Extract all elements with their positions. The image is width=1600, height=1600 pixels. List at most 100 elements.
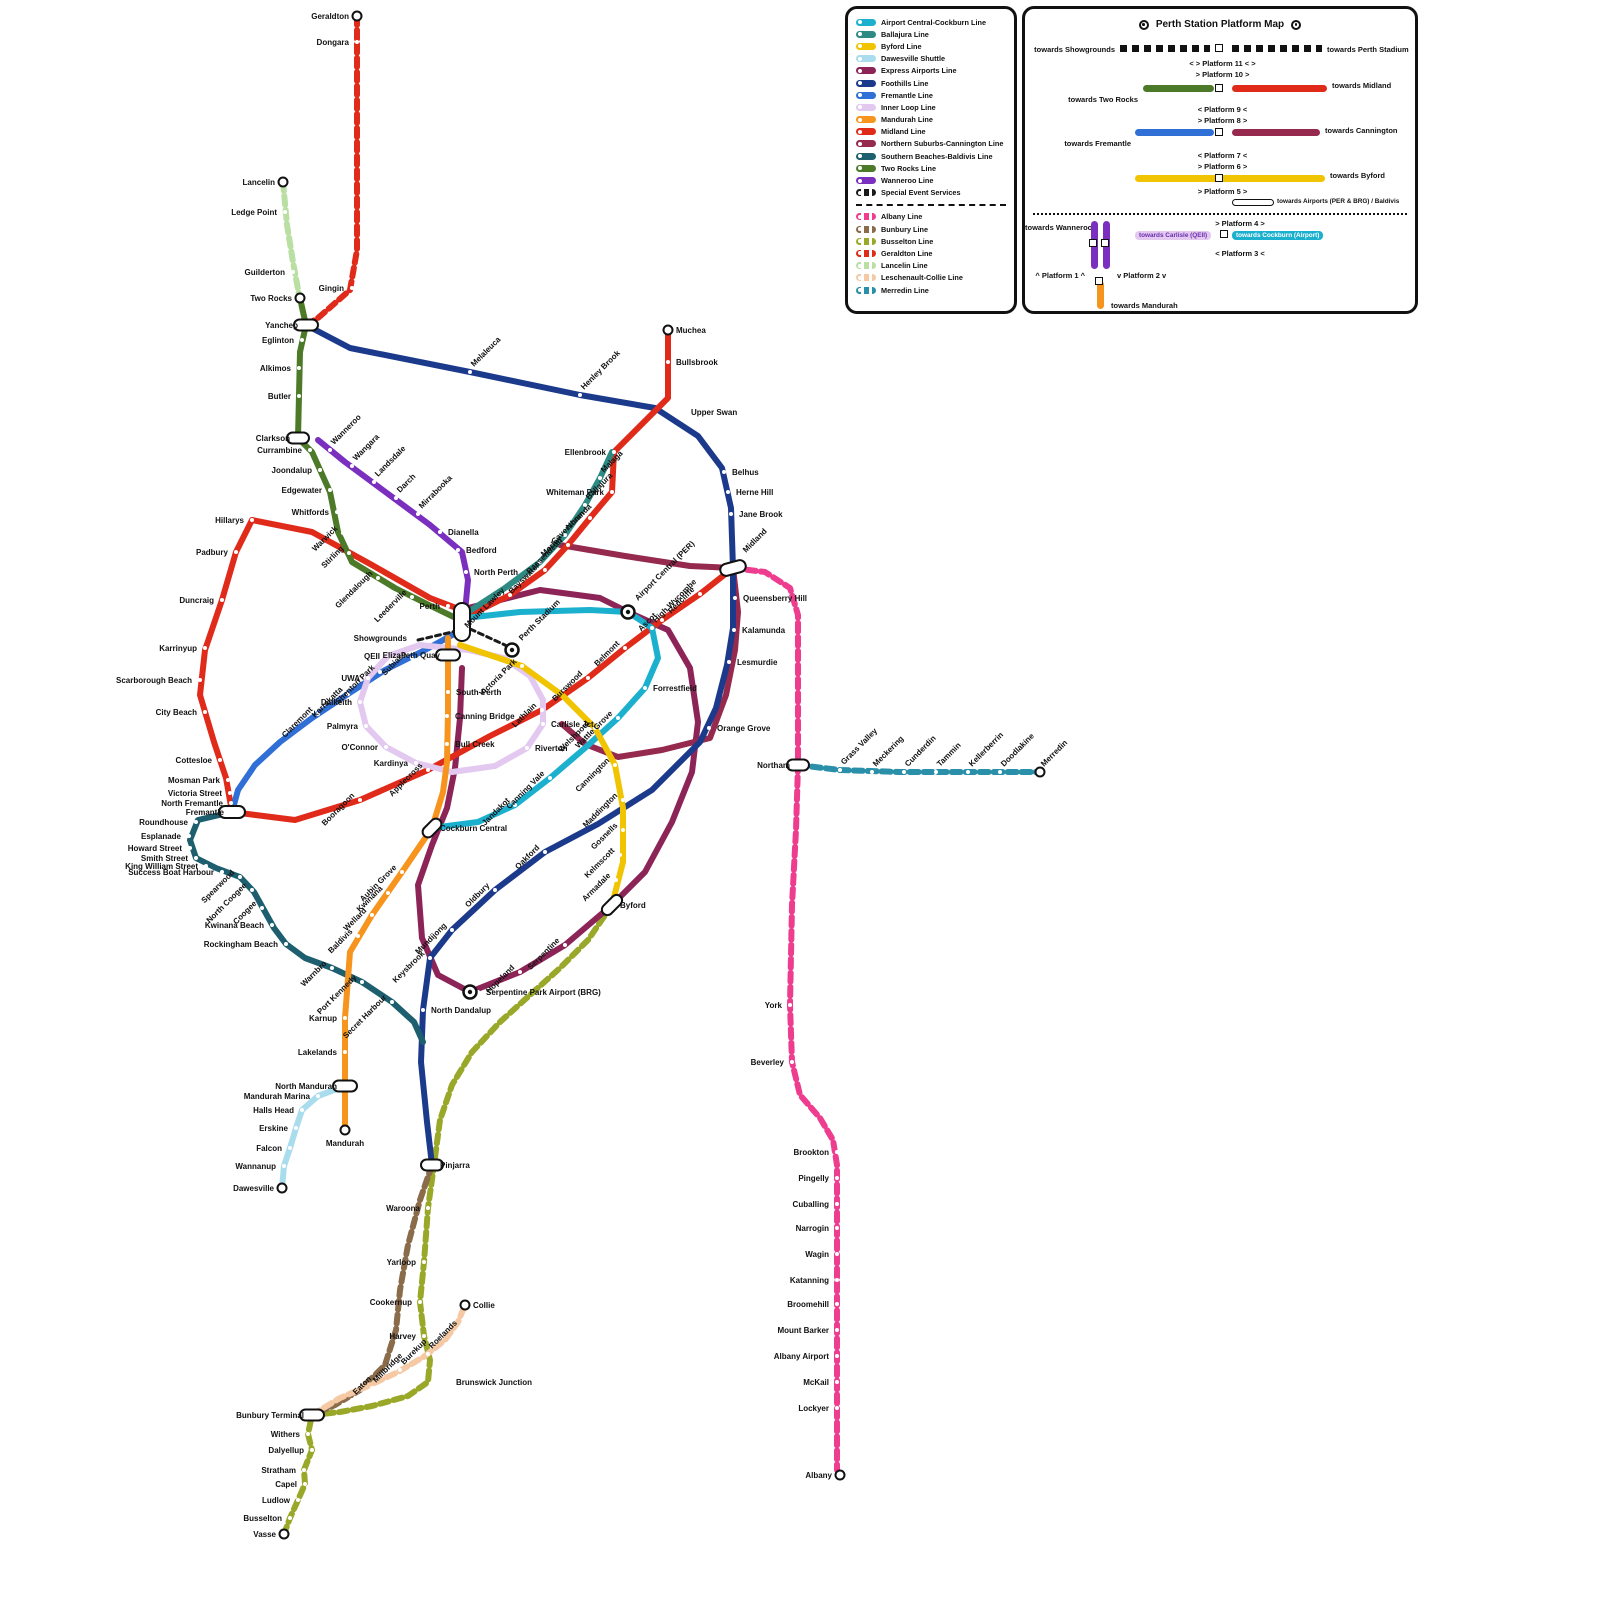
station-dot (303, 1482, 307, 1486)
station-label: Leederville (372, 588, 408, 624)
station-label: North Fremantle (161, 799, 223, 808)
station-dot (398, 1368, 402, 1372)
station-dot (445, 714, 449, 718)
station-label: Currambine (257, 446, 302, 455)
station-dot (610, 490, 614, 494)
station-label: York (765, 1001, 783, 1010)
station-label: Esplanade (141, 832, 182, 841)
legend-line-swatch (856, 140, 876, 148)
station-dot (540, 708, 544, 712)
station-dot (438, 530, 442, 534)
towards-cannington-label: towards Cannington (1325, 126, 1398, 135)
station-dot (308, 448, 312, 452)
station-label: Fremantle (186, 808, 225, 817)
terminus-marker (459, 1299, 471, 1311)
station-dot (660, 618, 664, 622)
station-label: Eglinton (262, 336, 294, 345)
special-event-bar-right (1232, 45, 1322, 52)
legend-line-label: Merredin Line (881, 285, 929, 295)
station-dot (666, 360, 670, 364)
station-dot (621, 798, 625, 802)
station-label: Darch (395, 472, 417, 494)
station-label: Cannington (574, 756, 612, 794)
station-dot (410, 595, 414, 599)
station-dot (370, 1386, 374, 1390)
station-label: Canning Bridge (455, 712, 515, 721)
station-label: Mirrabooka (417, 473, 454, 510)
station-label: Pinjarra (440, 1161, 470, 1170)
station-label: Erskine (259, 1124, 288, 1133)
station-dot (228, 791, 232, 795)
station-dot (386, 654, 390, 658)
interchange-pill (719, 559, 747, 577)
station-label: Midland (741, 527, 769, 555)
station-dot (416, 512, 420, 516)
station-label: Kalamunda (742, 626, 786, 635)
station-label: Halls Head (253, 1106, 294, 1115)
station-dot (729, 512, 733, 516)
station-label: O'Connor (341, 743, 378, 752)
station-dot (578, 393, 582, 397)
towards-fremantle-label: towards Fremantle (1064, 139, 1131, 148)
legend-line-swatch (856, 274, 876, 282)
station-label: Geraldton (311, 12, 349, 21)
station-dot (376, 576, 380, 580)
station-dot (270, 923, 274, 927)
legend-item: Special Event Services (856, 187, 1006, 199)
station-label: Tammin (935, 741, 963, 769)
station-label: McKail (803, 1378, 829, 1387)
legend-line-swatch (856, 262, 876, 270)
station-label: Beverley (751, 1058, 785, 1067)
legend-item: Dawesville Shuttle (856, 53, 1006, 65)
station-dot (788, 1003, 792, 1007)
station-label: Wanneroo (329, 413, 363, 447)
station-label: Ludlow (262, 1496, 291, 1505)
platform-4-label: > Platform 4 > (1215, 219, 1265, 228)
station-dot (291, 270, 295, 274)
station-label: Carlisle Jct. (551, 720, 596, 729)
station-label: Bunbury Terminal (236, 1411, 304, 1420)
station-label: Albany Airport (774, 1352, 830, 1361)
station-dot (394, 496, 398, 500)
legend-line-label: Northern Suburbs-Cannington Line (881, 139, 1004, 149)
station-dot (350, 464, 354, 468)
station-label: Harvey (389, 1332, 416, 1341)
station-dot (525, 746, 529, 750)
station-label: Herne Hill (736, 488, 773, 497)
station-label: Queensberry Hill (743, 594, 807, 603)
station-dot (294, 1126, 298, 1130)
legend-line-label: Southern Beaches-Baldivis Line (881, 151, 993, 161)
station-label: UWA (341, 674, 360, 683)
station-label: Rockingham Beach (204, 940, 278, 949)
interchange-pill (600, 893, 624, 917)
station-dot (316, 712, 320, 716)
roundel-icon (1291, 19, 1302, 30)
station-label: Serpentine Park Airport (BRG) (486, 988, 601, 997)
station-dot (297, 366, 301, 370)
station-label: Dalkeith (321, 698, 352, 707)
platform-10-label: > Platform 10 > (1195, 70, 1250, 79)
legend-line-label: Mandurah Line (881, 115, 933, 125)
station-dot (421, 1008, 425, 1012)
station-dot (513, 803, 517, 807)
station-label: Edgewater (282, 486, 322, 495)
legend-item: Mandurah Line (856, 114, 1006, 126)
station-dot (350, 286, 354, 290)
station-dot (194, 820, 198, 824)
station-label: Bedford (466, 546, 497, 555)
station-dot (346, 692, 350, 696)
terminus-marker (1034, 766, 1046, 778)
station-label: Meckering (871, 734, 905, 768)
station-label: Katanning (790, 1276, 829, 1285)
station-dot (414, 761, 418, 765)
station-dot (450, 928, 454, 932)
station-label: Byford (620, 901, 646, 910)
platform-3-label: < Platform 3 < (1215, 249, 1265, 258)
terminus-marker (278, 1528, 290, 1540)
station-dot (300, 1108, 304, 1112)
station-label: Bull Creek (455, 740, 495, 749)
terminus-marker (276, 1182, 288, 1194)
platform-map-title-row: Perth Station Platform Map (1025, 19, 1415, 30)
terminus-marker (834, 1469, 846, 1481)
